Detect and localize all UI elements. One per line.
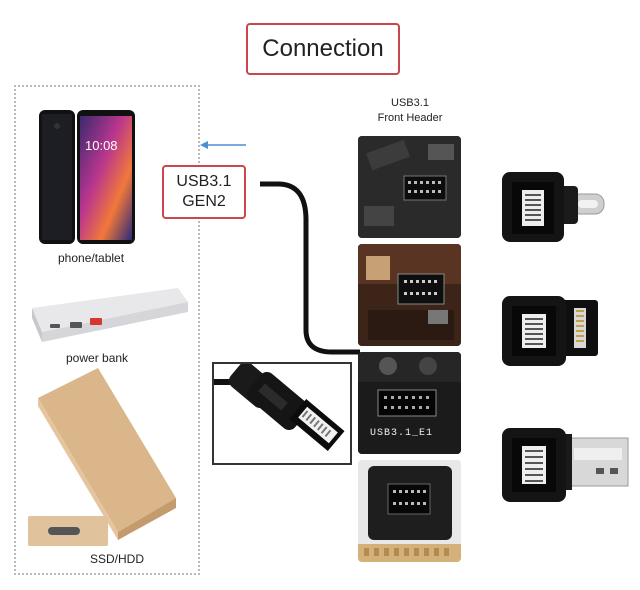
motherboard-photo-2	[358, 244, 461, 346]
header-line-1: USB3.1	[391, 97, 429, 109]
svg-text:10:08: 10:08	[85, 138, 118, 153]
power-bank-label: power bank	[66, 351, 129, 365]
title-text: Connection	[262, 35, 384, 62]
motherboard-photo-3: USB3.1_E1	[358, 352, 461, 454]
connector-closeup	[212, 362, 352, 465]
ssd-label: SSD/HDD	[90, 552, 145, 566]
power-bank-image	[28, 286, 190, 346]
usb-a-adapter	[500, 422, 632, 506]
front-header-title: USB3.1 Front Header	[355, 96, 465, 126]
phone-label: phone/tablet	[58, 251, 125, 265]
cable-line	[258, 180, 362, 360]
usb-speed-label: USB3.1 GEN2	[162, 165, 246, 219]
arrow-icon	[200, 140, 248, 150]
motherboard-photo-1	[358, 136, 461, 238]
speed-line-1: USB3.1	[176, 173, 232, 190]
front-header-adapter	[500, 290, 606, 370]
front-panel-photo	[358, 460, 461, 562]
silkscreen-label: USB3.1_E1	[370, 428, 434, 439]
phone-image: 10:08	[38, 110, 136, 246]
devices-panel	[14, 85, 200, 575]
ssd-image	[26, 368, 182, 548]
header-line-2: Front Header	[377, 112, 443, 124]
connection-title: Connection	[246, 23, 400, 75]
speed-line-2: GEN2	[182, 193, 226, 210]
usb-c-adapter	[500, 168, 606, 246]
